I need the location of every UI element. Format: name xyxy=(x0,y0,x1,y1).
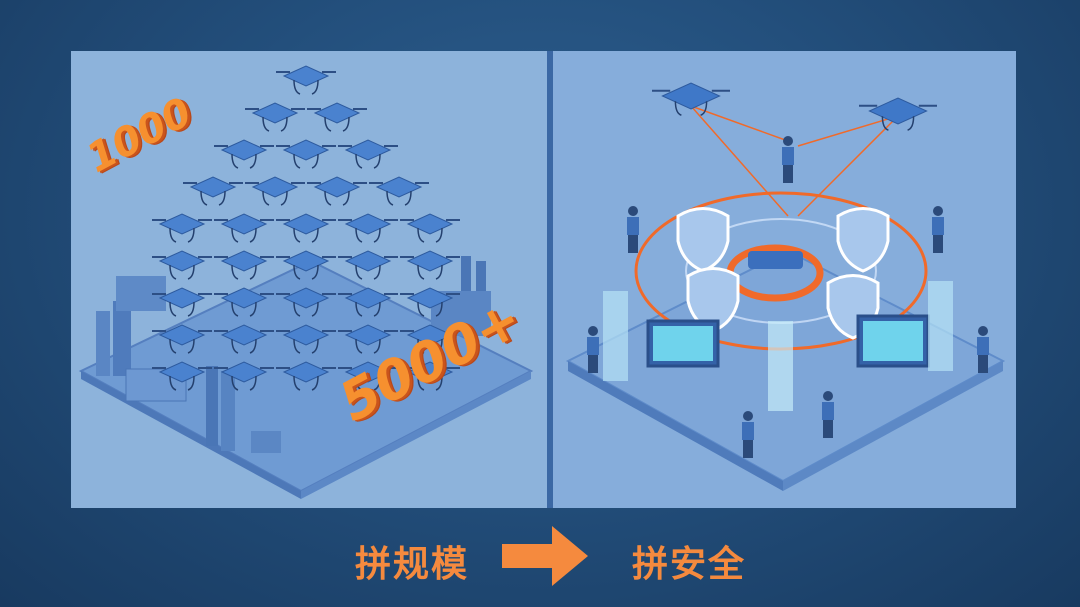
drone-icon xyxy=(859,97,937,131)
drone-icon xyxy=(307,176,367,206)
caption-scale: 拼规模 xyxy=(355,544,470,585)
drone-icon xyxy=(276,139,336,169)
drone-icon xyxy=(338,250,398,280)
drone-icon xyxy=(400,213,460,243)
drone-icon xyxy=(400,250,460,280)
shield-icon xyxy=(676,207,890,340)
drone-icon xyxy=(152,213,212,243)
drone-icon xyxy=(245,102,305,132)
drone-icon xyxy=(338,213,398,243)
drone-icon xyxy=(338,324,398,354)
drone-icon xyxy=(214,324,274,354)
drone-icon xyxy=(307,102,367,132)
operator-figure xyxy=(782,136,794,183)
drone-icon xyxy=(276,250,336,280)
operator-figure xyxy=(587,326,599,373)
drone-icon xyxy=(400,287,460,317)
drone-icon xyxy=(152,287,212,317)
operator-figure xyxy=(742,411,754,458)
drone-icon xyxy=(338,139,398,169)
drone-icon xyxy=(214,250,274,280)
drone-icon xyxy=(276,324,336,354)
drone-icon xyxy=(214,287,274,317)
drone-icon xyxy=(152,250,212,280)
drone-icon xyxy=(748,251,803,269)
drone-icon xyxy=(152,324,212,354)
drone-icon xyxy=(338,287,398,317)
drone-icon xyxy=(338,361,398,391)
operator-figure xyxy=(977,326,989,373)
panel-divider xyxy=(547,51,553,508)
caption-safety: 拼安全 xyxy=(632,544,747,585)
arrow-right-icon xyxy=(502,526,588,586)
scale-illustration-panel: 1000 5000+ xyxy=(71,51,547,508)
drone-icon xyxy=(245,176,305,206)
drone-icon xyxy=(276,65,336,95)
drone-icon xyxy=(276,213,336,243)
drone-safety-illustration xyxy=(565,82,1006,491)
drone-icon xyxy=(183,176,243,206)
drone-swarm-illustration xyxy=(78,65,534,499)
drone-icon xyxy=(276,287,336,317)
operator-figure xyxy=(822,391,834,438)
safety-illustration-panel xyxy=(553,51,1016,508)
drone-icon xyxy=(214,361,274,391)
drone-icon xyxy=(652,82,730,116)
drone-icon xyxy=(369,176,429,206)
drone-icon xyxy=(400,361,460,391)
operator-figure xyxy=(932,206,944,253)
drone-icon xyxy=(152,361,212,391)
drone-icon xyxy=(400,324,460,354)
drone-icon xyxy=(214,139,274,169)
drone-icon xyxy=(214,213,274,243)
operator-figure xyxy=(627,206,639,253)
drone-icon xyxy=(276,361,336,391)
